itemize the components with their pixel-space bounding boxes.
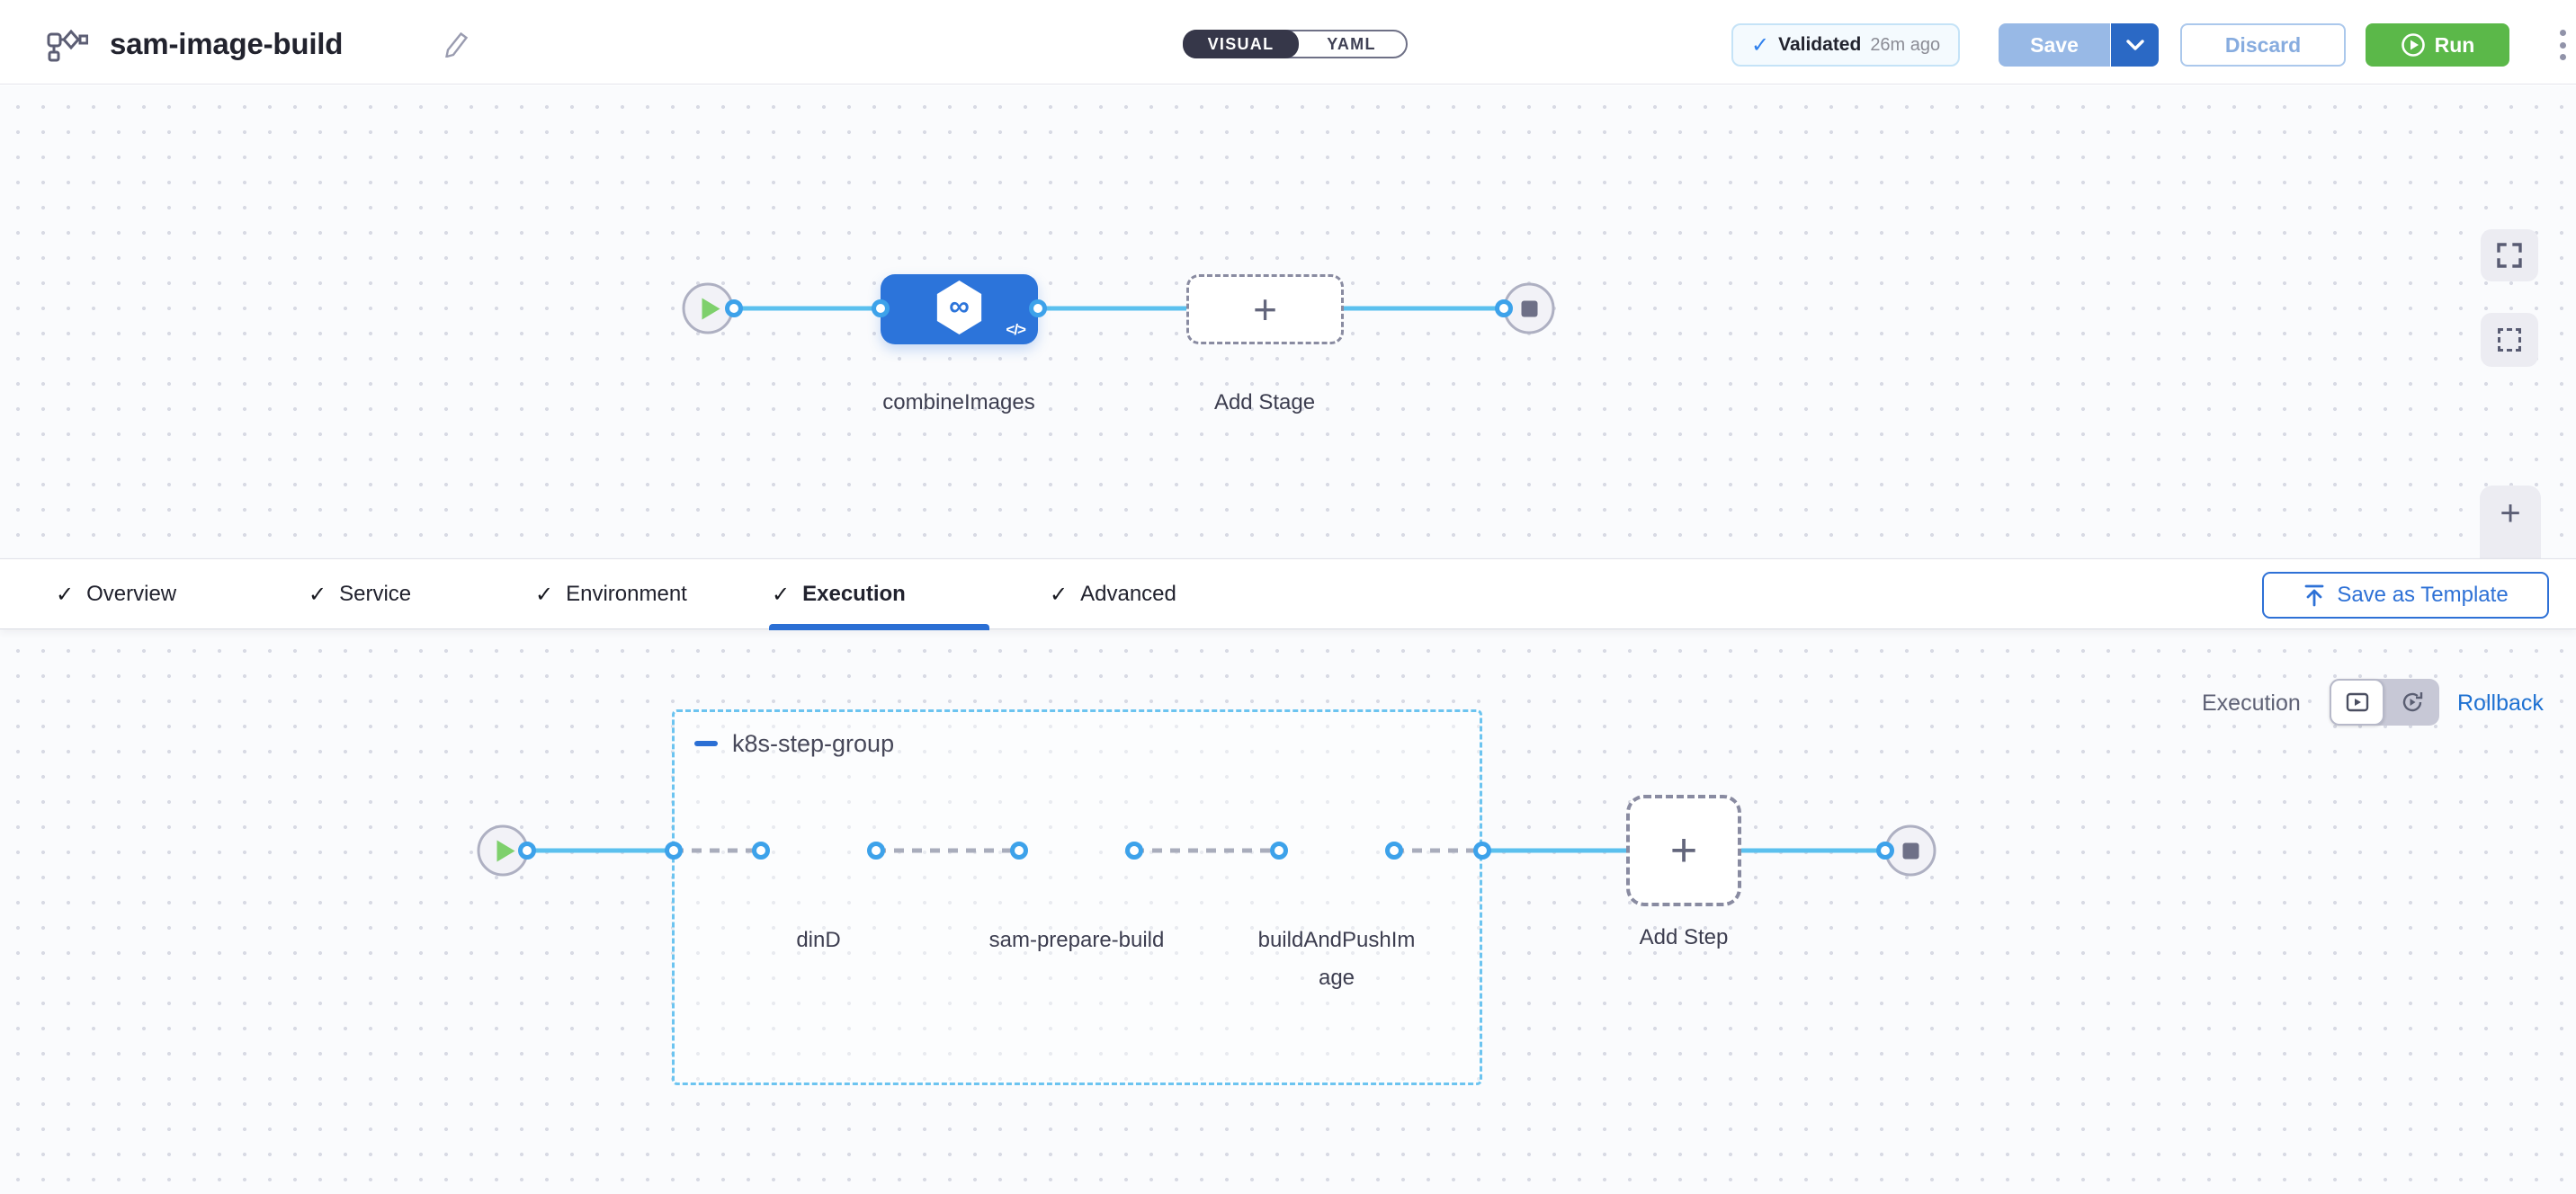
- tab-label: Environment: [566, 582, 687, 607]
- save-as-template-button[interactable]: Save as Template: [2262, 572, 2549, 619]
- tab-label: Overview: [86, 582, 176, 607]
- connector-port: [752, 842, 770, 860]
- tab-overview[interactable]: ✓ Overview: [56, 559, 176, 629]
- tab-label: Service: [339, 582, 411, 607]
- step-name-label: buildAndPushImage: [1257, 922, 1417, 997]
- connector-port: [872, 299, 890, 317]
- select-mode-button[interactable]: [2481, 313, 2538, 367]
- wire-dashed: [876, 849, 1019, 853]
- upload-icon: [2303, 583, 2326, 608]
- more-options-icon[interactable]: [2556, 30, 2569, 60]
- step-group-box[interactable]: [672, 709, 1482, 1085]
- connector-port: [1029, 299, 1047, 317]
- tab-execution[interactable]: ✓ Execution: [772, 559, 906, 629]
- check-icon: ✓: [56, 582, 74, 608]
- plus-icon: +: [1670, 827, 1697, 874]
- execution-rollback-toggle: [2330, 679, 2439, 726]
- add-stage-label: Add Stage: [1175, 384, 1355, 422]
- validated-check-icon: ✓: [1751, 32, 1769, 58]
- zoom-in-button[interactable]: +: [2500, 495, 2520, 531]
- execution-view-button[interactable]: [2330, 679, 2384, 726]
- connector-port: [1495, 299, 1513, 317]
- fullscreen-button[interactable]: [2481, 229, 2538, 281]
- stage-name-label: combineImages: [869, 384, 1049, 422]
- wire: [1482, 849, 1626, 853]
- step-name-label: sam-prepare-build: [987, 922, 1167, 959]
- tab-label: Execution: [802, 582, 906, 607]
- check-icon: ✓: [772, 582, 790, 608]
- stop-icon: [1902, 842, 1919, 859]
- connector-port: [725, 299, 743, 317]
- start-play-icon: [702, 298, 720, 319]
- rollback-link[interactable]: Rollback: [2457, 691, 2544, 717]
- wire: [1344, 307, 1504, 311]
- wire: [527, 849, 674, 853]
- add-step-button[interactable]: +: [1626, 795, 1741, 906]
- stage-node-combineimages[interactable]: ∞ </>: [881, 274, 1038, 344]
- steps-view-icon: [2345, 691, 2370, 714]
- check-icon: ✓: [309, 582, 326, 608]
- stop-icon: [1521, 300, 1537, 316]
- run-button-label: Run: [2435, 33, 2475, 58]
- check-icon: ✓: [1050, 582, 1068, 608]
- visual-toggle[interactable]: VISUAL: [1183, 30, 1299, 58]
- tab-service[interactable]: ✓ Service: [309, 559, 411, 629]
- execution-canvas[interactable]: Execution Rollback k8s-step-group: [0, 629, 2576, 1194]
- fullscreen-icon: [2497, 243, 2522, 268]
- execution-mode-label: Execution: [2202, 691, 2312, 717]
- save-button[interactable]: Save: [1999, 23, 2110, 67]
- save-as-template-label: Save as Template: [2337, 583, 2508, 608]
- wire: [1038, 307, 1186, 311]
- discard-button[interactable]: Discard: [2180, 23, 2346, 67]
- run-play-icon: [2401, 32, 2426, 58]
- tab-environment[interactable]: ✓ Environment: [535, 559, 687, 629]
- stage-tabs: ✓ Overview ✓ Service ✓ Environment ✓ Exe…: [0, 558, 2576, 629]
- step-name-label: dinD: [729, 922, 908, 959]
- wire: [1741, 849, 1885, 853]
- run-button[interactable]: Run: [2366, 23, 2509, 67]
- connector-port: [665, 842, 683, 860]
- wire-dashed: [1394, 849, 1482, 853]
- marquee-select-icon: [2498, 328, 2521, 352]
- step-group-name: k8s-step-group: [732, 730, 894, 758]
- validation-badge[interactable]: ✓ Validated 26m ago: [1731, 23, 1960, 67]
- save-options-button[interactable]: [2111, 23, 2159, 67]
- rollback-view-button[interactable]: [2384, 679, 2439, 726]
- wire: [734, 307, 881, 311]
- add-step-label: Add Step: [1594, 919, 1774, 957]
- stage-canvas[interactable]: ∞ </> combineImages + Add Stage +: [0, 85, 2576, 558]
- tab-advanced[interactable]: ✓ Advanced: [1050, 559, 1176, 629]
- page-title: sam-image-build: [110, 27, 343, 61]
- connector-port: [1876, 842, 1894, 860]
- check-icon: ✓: [535, 582, 553, 608]
- connector-port: [1010, 842, 1028, 860]
- rollback-icon: [2400, 690, 2425, 715]
- active-tab-indicator: [769, 624, 989, 630]
- validation-time: 26m ago: [1870, 35, 1940, 56]
- chevron-down-icon: [2126, 40, 2144, 51]
- wire-dashed: [674, 849, 761, 853]
- collapse-group-icon[interactable]: [694, 741, 718, 746]
- header: sam-image-build VISUAL YAML ✓ Validated …: [0, 0, 2576, 85]
- plus-icon: +: [1253, 289, 1277, 330]
- connector-port: [1385, 842, 1403, 860]
- connector-port: [1270, 842, 1288, 860]
- connector-port: [518, 842, 536, 860]
- wire-dashed: [1134, 849, 1279, 853]
- code-icon: </>: [1006, 321, 1025, 339]
- connector-port: [867, 842, 885, 860]
- ci-stage-icon: ∞: [935, 281, 985, 334]
- connector-port: [1473, 842, 1491, 860]
- view-toggle: VISUAL YAML: [1183, 30, 1408, 58]
- start-play-icon: [496, 840, 514, 861]
- edit-pencil-icon[interactable]: [443, 31, 470, 58]
- connector-port: [1125, 842, 1143, 860]
- pipeline-icon: [47, 24, 88, 62]
- tab-label: Advanced: [1080, 582, 1176, 607]
- yaml-toggle[interactable]: YAML: [1297, 31, 1406, 57]
- add-stage-button[interactable]: +: [1186, 274, 1344, 344]
- validation-status: Validated: [1778, 34, 1861, 56]
